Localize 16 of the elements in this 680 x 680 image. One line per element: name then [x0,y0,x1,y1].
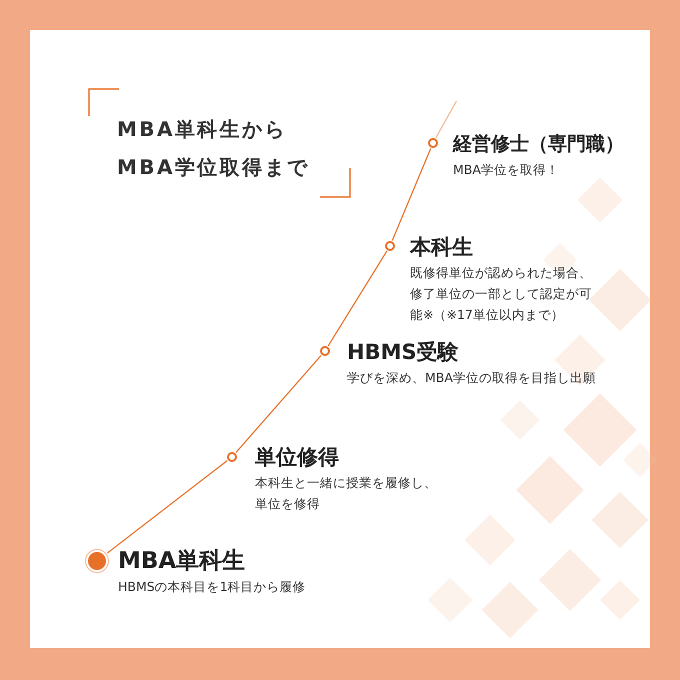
milestone-description: HBMSの本科目を1科目から履修 [118,578,307,596]
milestone-description: 学びを深め、MBA学位の取得を目指し出願 [347,369,597,387]
milestone-description: 本科生と一緒に授業を履修し、単位を修得 [255,474,438,513]
milestone-heading: HBMS受験 [347,339,459,366]
timeline-line [435,100,458,138]
milestone-description: MBA学位を取得！ [453,161,560,179]
milestone-heading: 経営修士（専門職） [453,132,624,157]
title: MBA単科生から MBA学位取得まで [117,116,310,181]
timeline-line [106,460,228,554]
milestone-heading: 本科生 [410,234,473,261]
milestone-heading: MBA単科生 [118,547,246,576]
timeline-line [328,250,388,346]
milestone-heading: 単位修得 [255,444,339,471]
timeline-line [236,355,322,453]
milestone-description: 既修得単位が認められた場合、修了単位の一部として認定が可能※（※17単位以内まで） [410,264,592,324]
timeline-line [392,148,432,241]
